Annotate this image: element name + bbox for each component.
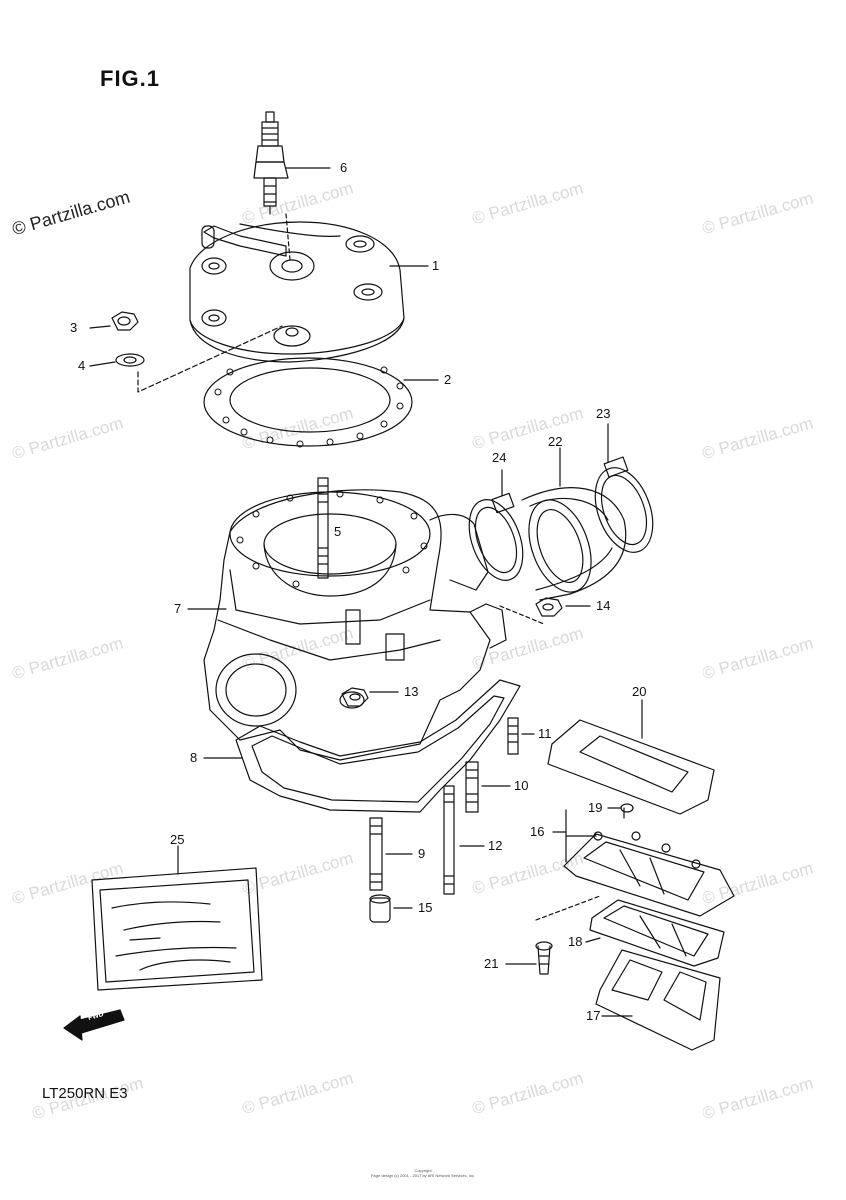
dowel-pin[interactable] (369, 894, 391, 923)
model-code: LT250RN E3 (42, 1085, 128, 1102)
callout-8[interactable]: 8 (190, 750, 198, 765)
reed-valve[interactable] (563, 831, 735, 917)
stud-long[interactable] (443, 785, 455, 895)
callout-9[interactable]: 9 (418, 846, 426, 861)
callout-17[interactable]: 17 (586, 1008, 601, 1023)
figure-title: FIG.1 (100, 66, 161, 91)
head-washer[interactable] (115, 353, 145, 367)
callout-16[interactable]: 16 (530, 824, 545, 839)
callout-12[interactable]: 12 (488, 838, 503, 853)
cylinder-stud[interactable] (317, 477, 329, 579)
head-gasket[interactable] (203, 357, 413, 448)
spark-plug[interactable] (253, 111, 289, 215)
cylinder-nut[interactable] (341, 687, 369, 707)
callout-2[interactable]: 2 (444, 372, 452, 387)
callout-18[interactable]: 18 (568, 934, 583, 949)
intake-pipe[interactable] (517, 487, 627, 601)
stud-medium[interactable] (465, 761, 479, 813)
base-gasket[interactable] (235, 679, 521, 813)
fwd-arrow-icon (63, 1009, 125, 1041)
reed-stopper[interactable] (595, 949, 721, 1051)
callout-25[interactable]: 25 (170, 832, 185, 847)
intake-clamp-inner[interactable] (459, 492, 533, 587)
stud[interactable] (369, 817, 383, 891)
cylinder-head[interactable] (189, 221, 405, 363)
callout-5[interactable]: 5 (334, 524, 342, 539)
callout-20[interactable]: 20 (632, 684, 647, 699)
reed-plate[interactable] (589, 899, 725, 967)
callout-4[interactable]: 4 (78, 358, 86, 373)
callout-24[interactable]: 24 (492, 450, 507, 465)
cylinder[interactable] (203, 489, 507, 761)
copyright: Copyright Page design (c) 2001 - 2017 by… (0, 1168, 846, 1178)
gasket-set[interactable] (91, 867, 263, 991)
callout-23[interactable]: 23 (596, 406, 611, 421)
callout-21[interactable]: 21 (484, 956, 499, 971)
stopper-screw[interactable] (535, 941, 553, 975)
stud-short[interactable] (507, 717, 519, 755)
intake-clamp-outer[interactable] (585, 456, 664, 560)
callout-13[interactable]: 13 (404, 684, 419, 699)
callout-22[interactable]: 22 (548, 434, 563, 449)
reed-gasket[interactable] (547, 719, 715, 815)
intake-nut[interactable] (535, 597, 563, 617)
copyright-line-2: Page design (c) 2001 - 2017 by ARI Netwo… (370, 1173, 476, 1178)
callout-3[interactable]: 3 (70, 320, 78, 335)
callout-10[interactable]: 10 (514, 778, 529, 793)
callout-19[interactable]: 19 (588, 800, 603, 815)
callout-11[interactable]: 11 (538, 726, 552, 741)
head-nut[interactable] (111, 311, 139, 331)
callout-14[interactable]: 14 (596, 598, 611, 613)
callout-7[interactable]: 7 (174, 601, 182, 616)
callout-15[interactable]: 15 (418, 900, 433, 915)
copyright-line-1: Copyright (414, 1168, 432, 1173)
reed-screw[interactable] (620, 803, 634, 819)
callout-1[interactable]: 1 (432, 258, 440, 273)
callout-6[interactable]: 6 (340, 160, 348, 175)
